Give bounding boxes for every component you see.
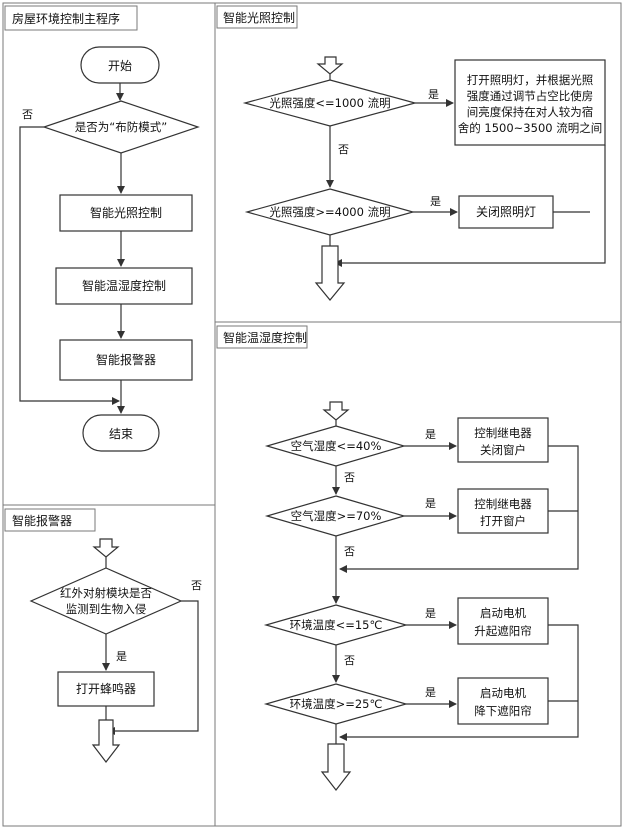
alarm-exit-arrow	[91, 719, 121, 763]
main-decision-label: 是否为“布防模式”	[75, 120, 167, 134]
light-panel-title: 智能光照控制	[223, 10, 295, 25]
alarm-decision-line-1: 红外对射模块是否	[60, 586, 152, 600]
main-start-label: 开始	[108, 59, 132, 73]
climate-panel: 智能温湿度控制 空气湿度<=40% 是 控制继电器 关闭窗户 否 空气湿度>=7…	[216, 325, 579, 791]
climate-yes3-label: 是	[425, 607, 436, 620]
light-yes1-label: 是	[428, 88, 439, 101]
alarm-yes-label: 是	[116, 650, 127, 663]
alarm-panel-title: 智能报警器	[12, 513, 72, 528]
alarm-no-label: 否	[191, 579, 202, 592]
light-lamp-off-action	[458, 195, 554, 229]
main-program-panel: 房屋环境控制主程序 开始 是否为“布防模式” 智能光照控制 智能温湿度控制 智能…	[4, 5, 200, 452]
climate-panel-title: 智能温湿度控制	[223, 330, 307, 345]
alarm-action-label: 打开蜂鸣器	[76, 681, 136, 696]
climate-entry-arrow	[322, 401, 350, 421]
raise-blind-action	[457, 597, 549, 645]
light-action1-line-3: 间亮度保持在对人较为宿	[467, 105, 594, 119]
climate-a4-line-2: 降下遮阳帘	[474, 704, 532, 718]
main-step-light	[59, 194, 193, 232]
light-lamp-on-action	[454, 59, 606, 146]
main-step-alarm-label: 智能报警器	[96, 352, 156, 367]
light-d2-label: 光照强度>=4000 流明	[269, 205, 390, 219]
climate-no1-label: 否	[344, 471, 355, 484]
main-no-label: 否	[22, 108, 33, 121]
alarm-decision-line-2: 监测到生物入侵	[66, 602, 147, 616]
climate-yes1-label: 是	[425, 428, 436, 441]
light-action1-line-4: 舍的 1500~3500 流明之间	[458, 121, 602, 135]
main-step-climate	[55, 267, 193, 305]
light-panel-title-tab	[216, 5, 298, 29]
main-step-climate-label: 智能温湿度控制	[82, 278, 166, 293]
climate-yes4-label: 是	[425, 686, 436, 699]
alarm-panel-title-tab	[4, 508, 96, 532]
main-panel-title: 房屋环境控制主程序	[12, 11, 120, 26]
light-action1-line-2: 强度通过调节占空比使房	[467, 89, 594, 103]
climate-no2-label: 否	[344, 545, 355, 558]
alarm-panel: 智能报警器 红外对射模块是否 监测到生物入侵 是 打开蜂鸣器 否	[4, 508, 202, 763]
climate-a4-line-1: 启动电机	[480, 686, 526, 700]
light-panel: 智能光照控制 光照强度<=1000 流明 是 打开照明灯，并根据光照 强度通过调…	[216, 5, 606, 301]
climate-panel-title-tab	[216, 325, 308, 349]
lower-blind-action	[457, 677, 549, 725]
climate-a1-line-2: 关闭窗户	[480, 443, 526, 457]
climate-d2-label: 空气湿度>=70%	[291, 509, 382, 523]
climate-a3-line-2: 升起遮阳帘	[474, 624, 532, 638]
light-action2-label: 关闭照明灯	[476, 205, 536, 219]
climate-d1-label: 空气湿度<=40%	[291, 439, 382, 453]
climate-no3-label: 否	[344, 654, 355, 667]
climate-a1-line-1: 控制继电器	[474, 426, 532, 440]
light-entry-arrow	[316, 56, 344, 75]
open-window-action	[457, 488, 549, 534]
climate-d3-label: 环境温度<=15℃	[290, 618, 383, 632]
light-exit-arrow	[314, 245, 346, 301]
light-action1-line-1: 打开照明灯，并根据光照	[467, 73, 594, 87]
light-no1-label: 否	[338, 143, 349, 156]
climate-a2-line-2: 打开窗户	[480, 514, 526, 528]
light-d1-label: 光照强度<=1000 流明	[269, 96, 390, 110]
climate-d4-label: 环境温度>=25℃	[290, 697, 383, 711]
climate-yes2-label: 是	[425, 497, 436, 510]
alarm-intrusion-decision	[29, 567, 183, 635]
main-panel-title-tab	[4, 5, 138, 31]
main-end-terminal	[82, 414, 160, 452]
climate-a2-line-1: 控制继电器	[474, 497, 532, 511]
main-step-light-label: 智能光照控制	[90, 205, 162, 220]
main-step-alarm	[59, 339, 193, 381]
close-window-action	[457, 417, 549, 463]
climate-exit-arrow	[320, 743, 352, 791]
climate-a3-line-1: 启动电机	[480, 606, 526, 620]
light-yes2-label: 是	[430, 195, 441, 208]
main-end-label: 结束	[109, 427, 133, 441]
alarm-entry-arrow	[92, 538, 120, 558]
